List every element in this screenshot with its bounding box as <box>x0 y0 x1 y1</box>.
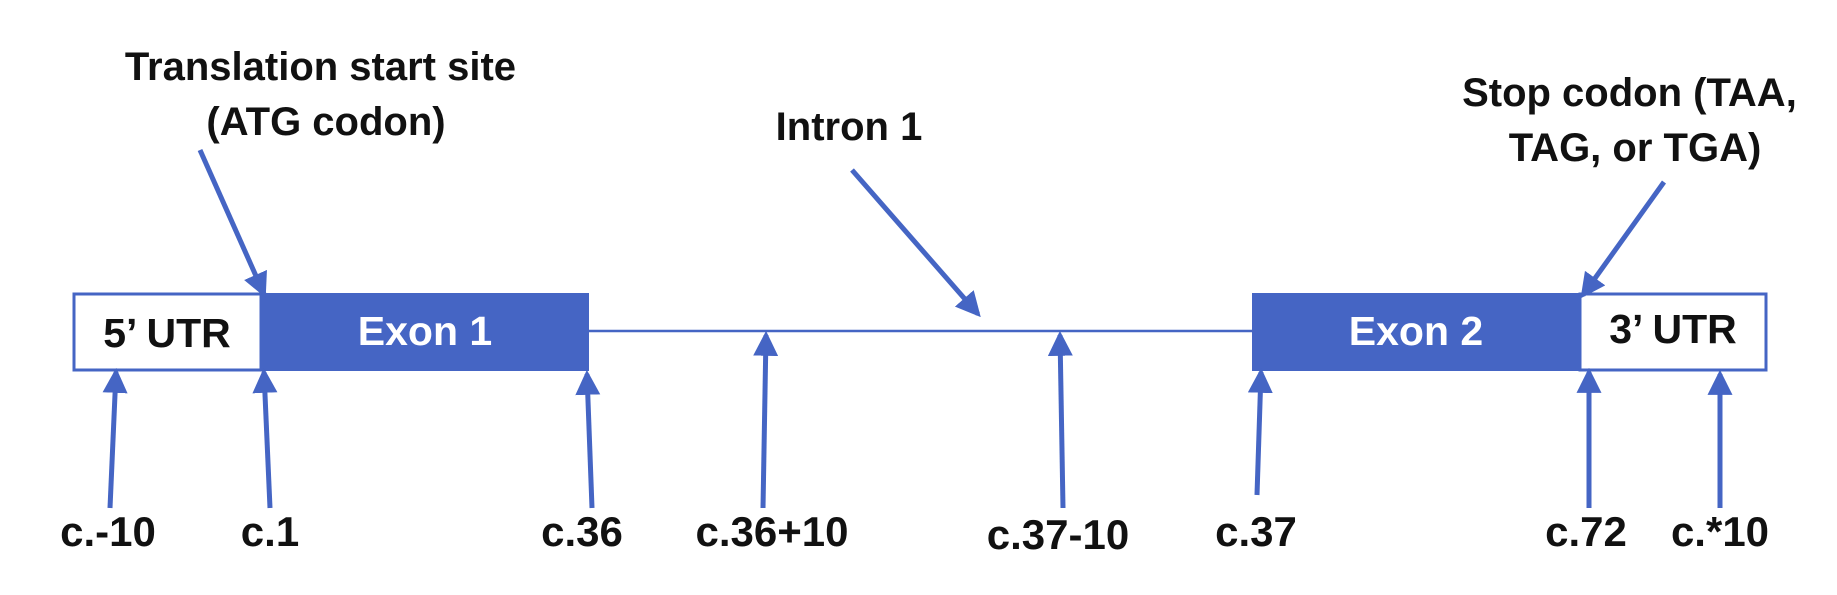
exon1-region: Exon 1 <box>261 293 589 371</box>
position-arrow-c36plus10 <box>753 330 779 509</box>
utr5-region: 5’ UTR <box>72 292 263 372</box>
position-label-c1: c.1 <box>241 508 299 555</box>
stop-codon-line-2: TAG, or TGA) <box>1509 126 1762 170</box>
intron-arrow <box>850 168 981 318</box>
start-site-arrow <box>197 148 267 298</box>
stop-codon-line-1: Stop codon (TAA, <box>1462 71 1797 115</box>
position-label-c37: c.37 <box>1215 508 1297 555</box>
position-label-c37minus10: c.37-10 <box>987 511 1129 558</box>
utr5-label: 5’ UTR <box>103 310 231 356</box>
start-site-label: Translation start site (ATG codon) <box>125 45 527 144</box>
exon1-label: Exon 1 <box>358 308 492 354</box>
position-arrow-c37 <box>1247 367 1273 496</box>
position-label-cstar10: c.*10 <box>1671 508 1769 555</box>
stop-codon-arrow <box>1580 180 1667 299</box>
position-arrow-c1 <box>252 367 278 509</box>
intron-label: Intron 1 <box>776 105 923 149</box>
position-arrow-c37minus10 <box>1047 330 1073 509</box>
exon2-label: Exon 2 <box>1349 308 1483 354</box>
utr3-label: 3’ UTR <box>1609 306 1737 352</box>
position-label-c-minus10: c.-10 <box>60 508 156 555</box>
position-arrow-c-minus10 <box>102 367 128 509</box>
start-site-line-1: Translation start site <box>125 45 516 89</box>
exon2-region: Exon 2 <box>1252 293 1580 371</box>
position-label-c36plus10: c.36+10 <box>696 508 849 555</box>
position-arrow-c36 <box>575 369 601 509</box>
stop-codon-label: Stop codon (TAA, TAG, or TGA) <box>1462 71 1808 170</box>
position-label-c36: c.36 <box>541 508 623 555</box>
utr3-region: 3’ UTR <box>1578 292 1768 372</box>
start-site-line-2: (ATG codon) <box>206 100 445 144</box>
position-label-c72: c.72 <box>1545 508 1627 555</box>
